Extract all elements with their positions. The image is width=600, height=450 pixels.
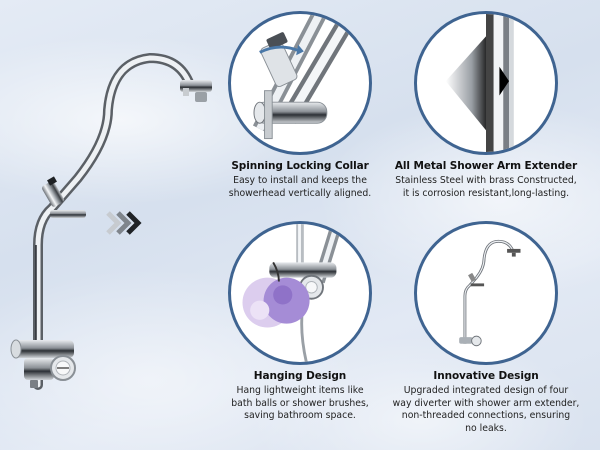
feature-all-metal-extender: All Metal Shower Arm Extender Stainless … xyxy=(386,160,586,200)
feature-hanging-design: Hanging Design Hang lightweight items li… xyxy=(200,370,400,423)
feature-description: Stainless Steel with brass Constructed, … xyxy=(395,175,577,199)
feature-title: Spinning Locking Collar xyxy=(231,160,369,172)
feature-spinning-locking-collar: Spinning Locking Collar Easy to install … xyxy=(200,160,400,200)
feature-title: All Metal Shower Arm Extender xyxy=(394,160,578,172)
feature-description: Upgraded integrated design of four way d… xyxy=(392,385,580,434)
feature-description: Easy to install and keeps the showerhead… xyxy=(228,175,372,199)
feature-title: Innovative Design xyxy=(433,370,539,382)
feature-title: Hanging Design xyxy=(253,370,347,382)
bath-ball-hanging-closeup xyxy=(228,221,372,365)
spinning-collar-closeup xyxy=(228,11,372,155)
feature-description: Hang lightweight items like bath balls o… xyxy=(231,385,369,421)
metal-pipe-closeup xyxy=(414,11,558,155)
full-extender-thumbnail xyxy=(414,221,558,365)
product-image-shower-arm-extender xyxy=(0,40,220,440)
triple-chevron-right-icon xyxy=(106,208,146,238)
feature-innovative-design: Innovative Design Upgraded integrated de… xyxy=(386,370,586,435)
